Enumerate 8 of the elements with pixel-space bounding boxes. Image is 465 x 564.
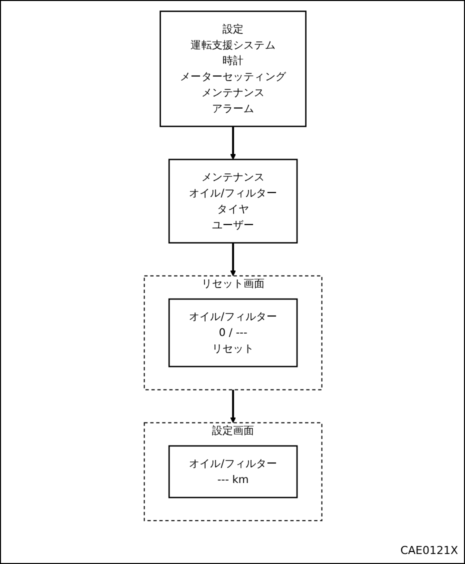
figure-code: CAE0121X	[400, 544, 458, 557]
arrow	[230, 126, 236, 160]
node-box: オイル/フィルター --- km	[168, 445, 298, 498]
node-box: 設定 運転支援システム 時計 メーターセッティング メンテナンス アラーム	[160, 10, 307, 128]
arrow	[230, 390, 236, 424]
node-box: オイル/フィルター 0 / --- リセット	[168, 298, 298, 368]
arrow	[230, 242, 236, 276]
node-box: メンテナンス オイル/フィルター タイヤ ユーザー	[168, 158, 298, 244]
